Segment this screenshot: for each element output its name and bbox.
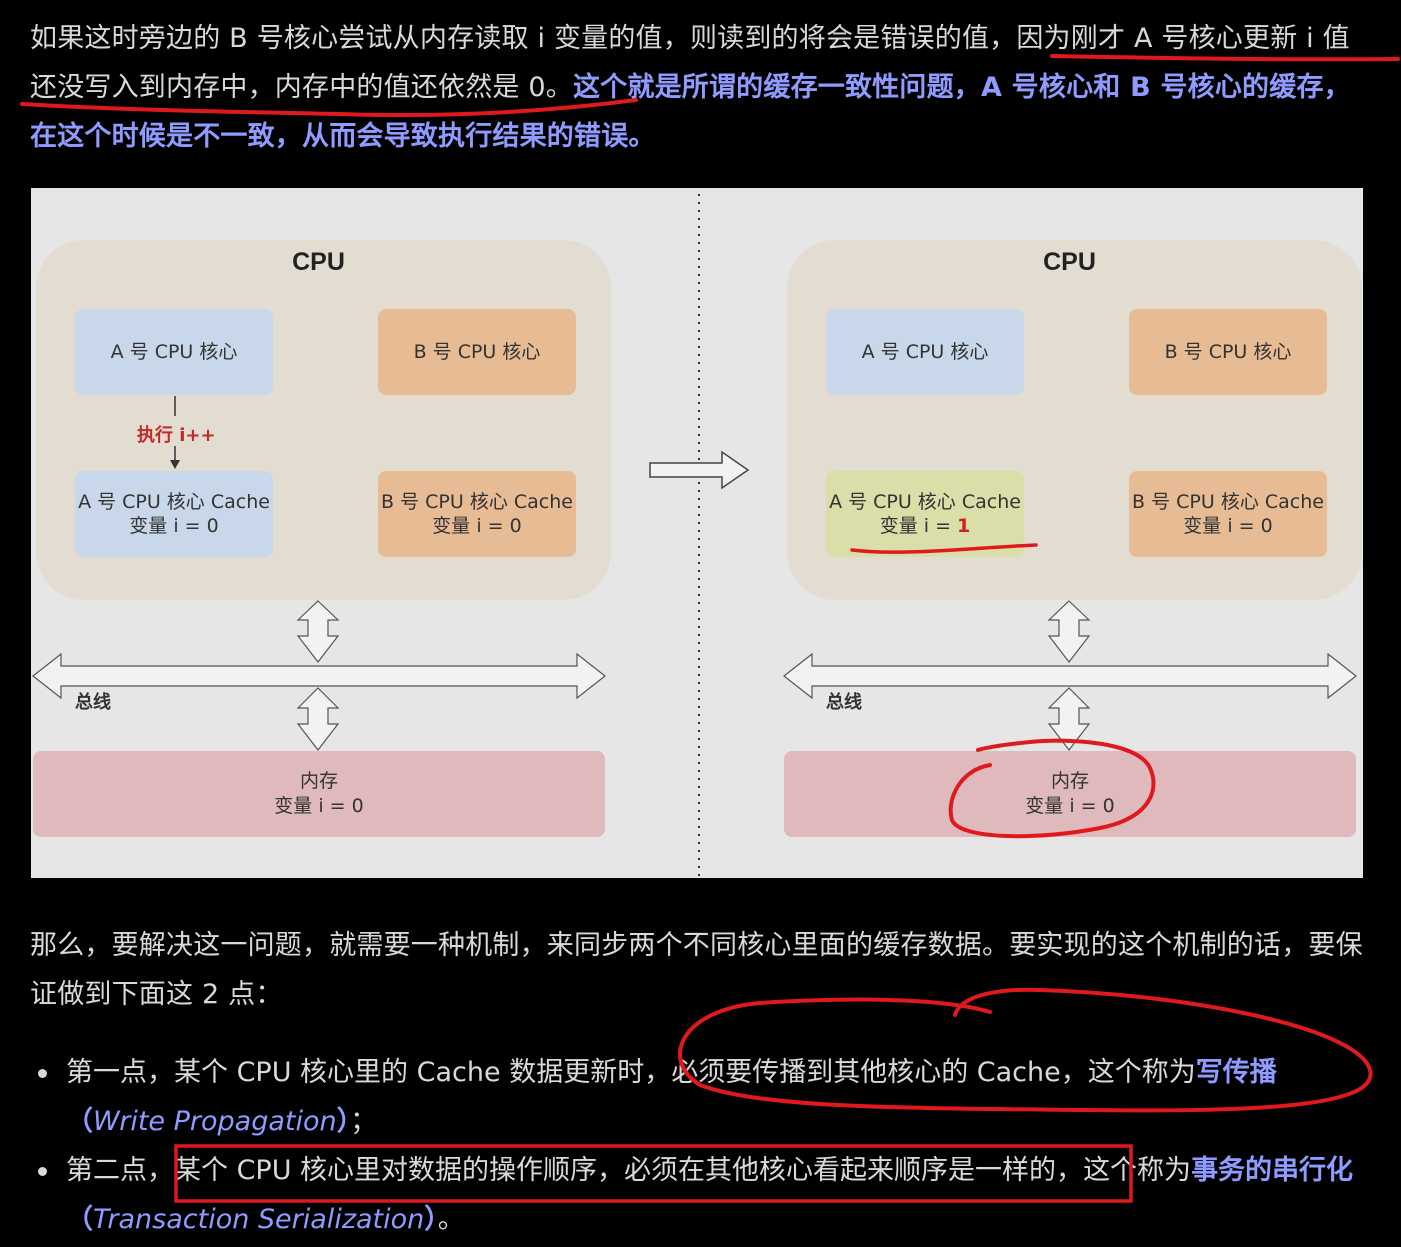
cache-a-value: 变量 i = 1 — [879, 515, 971, 537]
core-b: B 号 CPU 核心 — [1129, 309, 1327, 395]
memory-box: 内存 变量 i = 0 — [33, 751, 605, 837]
bus-arrow — [32, 652, 606, 700]
bus-memory-arrow — [296, 687, 340, 751]
cache-b: B 号 CPU 核心 Cache 变量 i = 0 — [1129, 471, 1327, 557]
cache-a-value-num: 1 — [957, 515, 971, 537]
bus-memory-arrow — [1047, 687, 1091, 751]
boxed-text: 某个 CPU 核心里对数据的操作顺序，必须在其他核心看起来顺序是一样的， — [174, 1155, 1084, 1186]
memory-value: 变量 i = 0 — [274, 795, 364, 817]
core-a: A 号 CPU 核心 — [826, 309, 1024, 395]
bus-label: 总线 — [826, 692, 862, 713]
cache-coherence-diagram: CPU A 号 CPU 核心 B 号 CPU 核心 A 号 CPU 核心 Cac… — [31, 188, 1363, 878]
solution-paragraph: 那么，要解决这一问题，就需要一种机制，来同步两个不同核心里面的缓存数据。要实现的… — [30, 930, 1363, 1010]
cache-b-title: B 号 CPU 核心 Cache — [381, 491, 573, 513]
diagram-after: CPU A 号 CPU 核心 B 号 CPU 核心 A 号 CPU 核心 Cac… — [782, 188, 1363, 878]
left-arrows — [32, 396, 606, 751]
cache-b-value: 变量 i = 0 — [1183, 515, 1273, 537]
core-b: B 号 CPU 核心 — [378, 309, 576, 395]
intro-paragraph: 如果这时旁边的 B 号核心尝试从内存读取 i 变量的值，则读到的将会是错误的值，… — [30, 14, 1365, 161]
term-transaction-serialization: 事务的串行化 — [1191, 1155, 1354, 1186]
term-write-propagation: 写传播 — [1195, 1057, 1277, 1088]
term-transaction-serialization-en: Transaction Serialization — [93, 1204, 425, 1235]
cpu-title: CPU — [292, 248, 345, 276]
cpu-bus-arrow — [1047, 600, 1091, 663]
cache-a: A 号 CPU 核心 Cache 变量 i = 0 — [75, 471, 273, 557]
cache-a-title: A 号 CPU 核心 Cache — [829, 491, 1021, 513]
transition-arrow-icon — [649, 450, 750, 490]
cache-a-value: 变量 i = 0 — [129, 515, 219, 537]
diagram-before: CPU A 号 CPU 核心 B 号 CPU 核心 A 号 CPU 核心 Cac… — [31, 188, 697, 878]
cache-b: B 号 CPU 核心 Cache 变量 i = 0 — [378, 471, 576, 557]
intro-text-a: 如果这时旁边的 B 号核心尝试从内存读取 i 变量的值，则读到的将会是错误的值， — [30, 23, 1017, 54]
cache-a-title: A 号 CPU 核心 Cache — [78, 491, 270, 513]
right-arrows — [783, 600, 1357, 751]
intro-text-b: 。 — [545, 72, 573, 103]
list-item: 第一点，某个 CPU 核心里的 Cache 数据更新时，必须要传播到其他核心的 … — [36, 1048, 1366, 1146]
term-write-propagation-en: Write Propagation — [93, 1106, 337, 1137]
separator-and-transition — [649, 194, 750, 876]
core-a: A 号 CPU 核心 — [75, 309, 273, 395]
cpu-title: CPU — [1043, 248, 1096, 276]
exec-label: 执行 i++ — [137, 425, 216, 446]
requirements-list: 第一点，某个 CPU 核心里的 Cache 数据更新时，必须要传播到其他核心的 … — [36, 1048, 1366, 1244]
cpu-bus-arrow — [296, 600, 340, 663]
bus-arrow — [783, 652, 1357, 700]
bus-label: 总线 — [75, 692, 111, 713]
memory-title: 内存 — [299, 770, 338, 792]
exec-arrow-head — [170, 460, 180, 469]
cache-b-title: B 号 CPU 核心 Cache — [1132, 491, 1324, 513]
cache-b-value: 变量 i = 0 — [432, 515, 522, 537]
cache-a-updated: A 号 CPU 核心 Cache 变量 i = 1 — [826, 471, 1024, 557]
intro-highlight: 这个就是所谓的缓存一致性问题，A 号核心和 B 号核心的缓存，在这个时候是不一致… — [30, 72, 1351, 152]
intro-underlined-text: 因为刚才 A 号核心更新 i 值还没写入到内存中，内存中的值还依然是 0 — [30, 23, 1350, 103]
list-item: 第二点，某个 CPU 核心里对数据的操作顺序，必须在其他核心看起来顺序是一样的，… — [36, 1146, 1366, 1244]
